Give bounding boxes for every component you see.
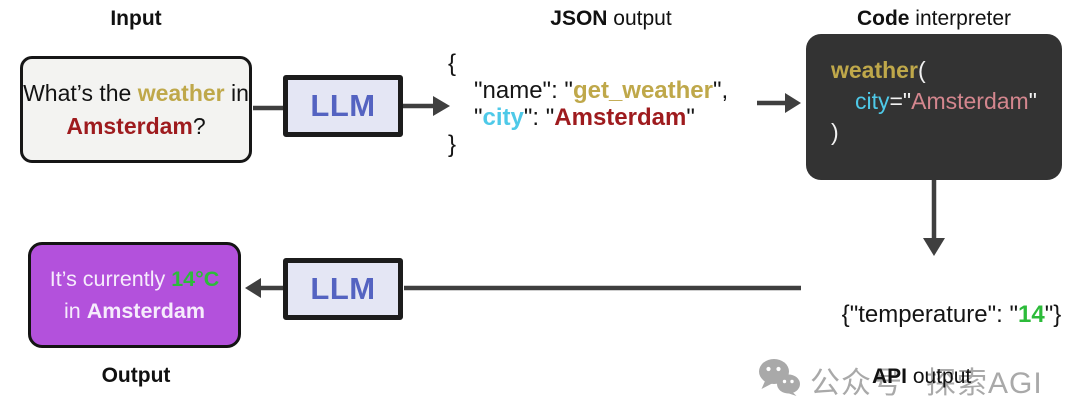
llm-label: LLM bbox=[310, 271, 376, 306]
temperature-celsius: 14°C bbox=[171, 266, 220, 291]
city-keyword: Amsterdam bbox=[66, 112, 193, 139]
input-label: Input bbox=[110, 7, 162, 30]
code-interpreter-box: weather( city="Amsterdam" ) bbox=[806, 34, 1062, 180]
watermark-name-text: 探索AGI bbox=[926, 367, 1043, 400]
output-label: Output bbox=[101, 364, 171, 387]
wechat-icon bbox=[757, 358, 801, 401]
json-city-value: Amsterdam bbox=[554, 104, 687, 131]
arrow-llm-to-json bbox=[401, 96, 450, 116]
llm-box-2: LLM bbox=[283, 258, 403, 320]
weather-keyword: weather bbox=[137, 80, 225, 107]
json-city-key: city bbox=[482, 104, 524, 131]
code-city-value: Amsterdam bbox=[911, 88, 1029, 114]
input-question-text: What’s the weather in Amsterdam? bbox=[23, 80, 249, 139]
code-function-name: weather bbox=[831, 57, 918, 83]
api-output-label: API output bbox=[872, 365, 972, 388]
temperature-value: 14 bbox=[1017, 301, 1045, 328]
llm-label: LLM bbox=[310, 88, 376, 123]
arrow-llm-to-output bbox=[245, 278, 284, 298]
arrow-json-to-code bbox=[757, 93, 801, 113]
output-city: Amsterdam bbox=[86, 299, 205, 323]
arrow-code-to-api-output bbox=[923, 180, 945, 256]
json-output-label: JSON output bbox=[550, 7, 672, 30]
code-city-arg: city bbox=[855, 88, 890, 114]
output-answer-box: It’s currently 14°C in Amsterdam bbox=[28, 242, 241, 348]
output-answer-text: It’s currently 14°C in Amsterdam bbox=[49, 266, 220, 323]
json-output-code: { "name": "get_weather", "city": "Amster… bbox=[448, 50, 729, 158]
watermark-account-text: 公众号 bbox=[810, 367, 903, 400]
code-interpreter-label: Code interpreter bbox=[856, 7, 1012, 30]
llm-box-1: LLM bbox=[283, 75, 403, 137]
api-result-text: {"temperature": "14"} bbox=[841, 301, 1062, 328]
json-function-name: get_weather bbox=[572, 77, 713, 104]
input-question-box: What’s the weather in Amsterdam? bbox=[20, 56, 252, 163]
